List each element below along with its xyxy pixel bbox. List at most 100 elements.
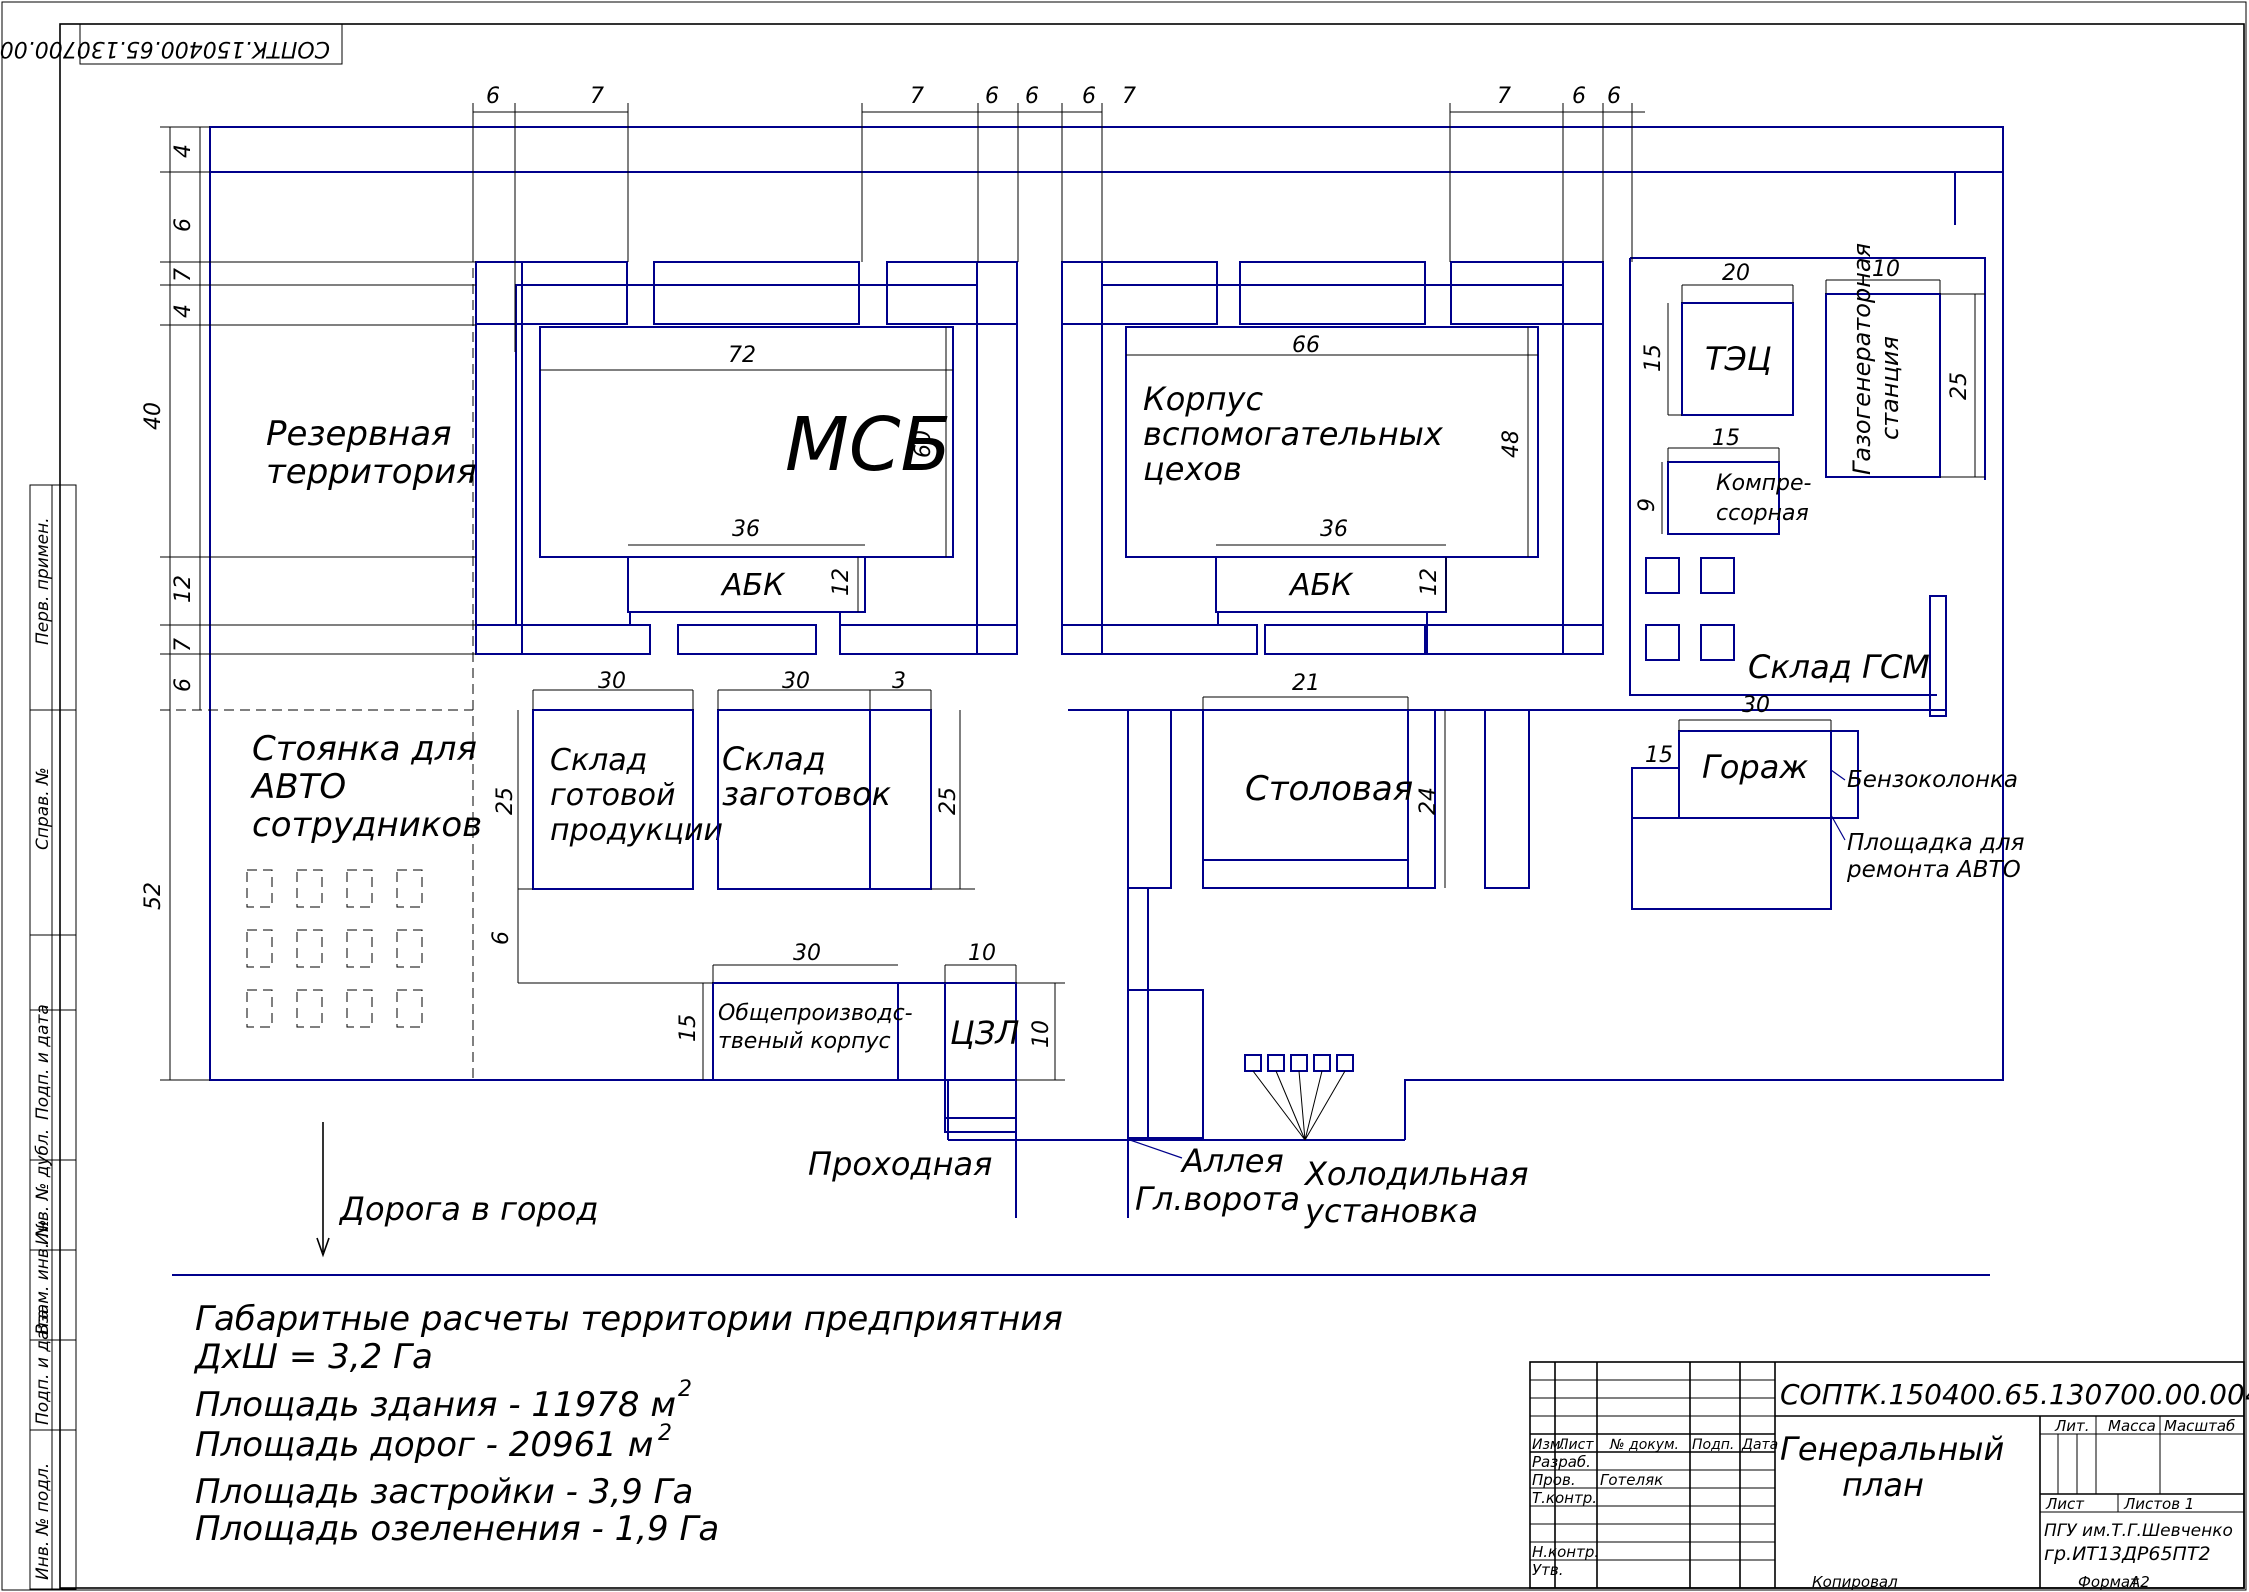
tb-code: СОПТК.150400.65.130700.00.004 [1780, 1378, 2249, 1411]
note-line-2: ДхШ = 3,2 Га [193, 1337, 433, 1377]
tb-prov-name: Готеляк [1600, 1471, 1663, 1489]
dim-top-6c: 6 [1025, 84, 1039, 109]
dim-top-7b: 7 [910, 84, 924, 109]
dim-aux-48: 48 [1499, 430, 1524, 458]
side-label-sprav: Справ. № [33, 767, 53, 850]
dim-compr-9: 9 [1635, 498, 1660, 512]
note-sup-1: 2 [678, 1377, 692, 1402]
aux-label-1: Корпус [1143, 380, 1263, 418]
note-line-3: Площадь здания - 11978 м [195, 1385, 676, 1425]
tec-label: ТЭЦ [1705, 340, 1772, 378]
dim-top-7d: 7 [1497, 84, 1511, 109]
msb-abk-label: АБК [720, 568, 786, 603]
sheet-inner-frame [59, 23, 2245, 1589]
tec-building [1681, 302, 1794, 416]
dim-top-7c: 7 [1122, 84, 1136, 109]
tb-name-2: план [1842, 1466, 1924, 1504]
dim-top-6b: 6 [985, 84, 999, 109]
dim-czl-10: 10 [968, 941, 996, 966]
msb-label: МСБ [785, 402, 951, 488]
checkpoint-label: Проходная [808, 1145, 992, 1183]
main-gate-label: Гл.ворота [1135, 1180, 1300, 1218]
note-line-4: Площадь дорог - 20961 м [195, 1425, 653, 1465]
fuel-pump-label: Бензоколонка [1847, 767, 2018, 793]
dim-blanks-30: 30 [782, 669, 810, 694]
note-line-5: Площадь застройки - 3,9 Га [195, 1472, 693, 1512]
alley: Аллея Гл.ворота [1127, 887, 1300, 1218]
dim-left-40: 40 [141, 402, 166, 430]
dim-compr-15: 15 [1712, 426, 1740, 451]
fg-label-3: продукции [550, 813, 723, 848]
dim-left-52: 52 [141, 882, 166, 910]
dim-msb-72: 72 [728, 343, 756, 368]
reserve-label-2: территория [266, 452, 477, 492]
gas-station-building [1825, 293, 1941, 478]
dim-general-30: 30 [793, 941, 821, 966]
blanks-label-1: Склад [722, 740, 826, 778]
tb-listov: Листов 1 [2123, 1495, 2194, 1513]
dim-fg-30: 30 [598, 669, 626, 694]
aux-label-3: цехов [1143, 450, 1242, 488]
dim-left-4b: 4 [171, 304, 196, 318]
repair-label-1: Площадка для [1847, 830, 2025, 856]
dim-top-7a: 7 [590, 84, 604, 109]
dim-left-7a: 7 [171, 268, 196, 282]
dining-label: Столовая [1245, 769, 1413, 809]
warehouses: Склад готовой продукции Склад заготовок [532, 709, 932, 890]
alley-label: Аллея [1180, 1142, 1284, 1180]
gas-label-1: Газогенераторная [1848, 243, 1876, 475]
parking-label-2: АВТО [250, 767, 346, 807]
tb-kopiroval: Копировал [1812, 1573, 1898, 1591]
side-label-inv-dubl: Инв. № дубл. [33, 1129, 53, 1245]
dim-left-12: 12 [171, 575, 196, 603]
dim-aux-12: 12 [1417, 568, 1442, 596]
dim-top-6a: 6 [486, 84, 500, 109]
compr-label-1: Компре- [1716, 471, 1812, 496]
dim-top-6e: 6 [1572, 84, 1586, 109]
road-arrow: Дорога в город [316, 1122, 599, 1258]
dimension-labels: 6 7 7 6 6 6 7 7 6 6 4 6 7 4 40 12 7 6 52… [141, 84, 1972, 1048]
blanks-store [717, 709, 932, 890]
dim-left-4a: 4 [171, 144, 196, 158]
fridge-label-1: Холодильная [1303, 1155, 1529, 1193]
tb-format-val: А2 [2129, 1573, 2150, 1591]
tb-format: Формат [2078, 1573, 2140, 1591]
dim-fg-25: 25 [493, 787, 518, 815]
dim-msb-12: 12 [829, 568, 854, 596]
finished-goods-store [532, 709, 694, 890]
site-plan: МСБ АБК Корпус вспомогательных цехов АБК [160, 126, 2025, 1258]
fridge-label-2: установка [1304, 1192, 1478, 1230]
side-label-podp-1: Подп. и дата [33, 1004, 53, 1120]
tb-massa: Масса [2108, 1417, 2156, 1435]
parking-label-3: сотрудников [252, 805, 482, 845]
dim-blanks-25: 25 [936, 787, 961, 815]
dim-top-6d: 6 [1082, 84, 1096, 109]
checkpoint [944, 1079, 1017, 1133]
dim-garage-30: 30 [1742, 693, 1770, 718]
parking: Стоянка для АВТО сотрудников [246, 729, 482, 1028]
fg-label-1: Склад [550, 743, 647, 778]
side-strip: Перв. примен. Справ. № Подп. и дата Инв.… [29, 484, 77, 1590]
tb-nkontr: Н.контр. [1532, 1543, 1599, 1561]
czl-label: ЦЗЛ [950, 1014, 1019, 1052]
dim-gap-6: 6 [489, 931, 514, 945]
dim-garage-15: 15 [1645, 743, 1673, 768]
dim-gas-10: 10 [1872, 257, 1900, 282]
dim-left-7b: 7 [171, 638, 196, 652]
compr-label-2: ссорная [1716, 501, 1809, 526]
general-label-1: Общепроизводс- [718, 1001, 913, 1026]
repair-label-2: ремонта АВТО [1846, 857, 2021, 883]
dim-blanks-3: 3 [892, 669, 906, 694]
tb-lit: Лит. [2054, 1417, 2090, 1435]
dim-aux-66: 66 [1292, 333, 1320, 358]
repair-platform [1631, 817, 1832, 910]
dim-gas-25: 25 [1947, 372, 1972, 400]
dim-msb-36: 36 [732, 517, 760, 542]
dim-aux-36: 36 [1320, 517, 1348, 542]
energy-zone: ТЭЦ Газогенераторная станция Компре- ссо… [1629, 243, 1986, 717]
tb-tkontr: Т.контр. [1532, 1489, 1597, 1507]
garage-label: Гораж [1702, 748, 1808, 786]
tb-utv: Утв. [1532, 1561, 1564, 1579]
